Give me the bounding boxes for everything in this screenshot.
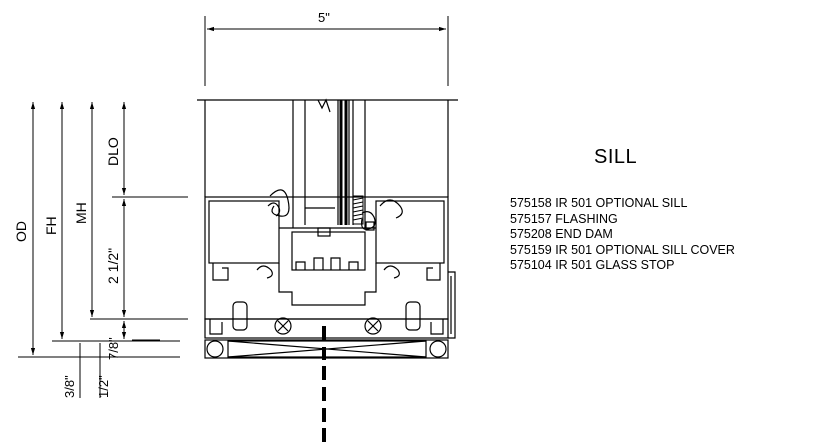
part-number: 575159: [510, 242, 552, 257]
part-description: END DAM: [555, 227, 613, 242]
vertical-dimensions: [18, 102, 188, 398]
dlo-label: DLO: [105, 137, 121, 166]
part-row: 575158 IR 501 OPTIONAL SILL: [510, 196, 735, 212]
frame-outline: [197, 98, 458, 228]
part-description: IR 501 OPTIONAL SILL COVER: [555, 242, 735, 257]
part-description: IR 501 OPTIONAL SILL: [555, 196, 688, 210]
sill-cover: [204, 271, 456, 339]
two-half-label: 2 1/2": [105, 248, 121, 284]
part-row: 575159 IR 501 OPTIONAL SILL COVER: [510, 243, 735, 259]
part-row: 575104 IR 501 GLASS STOP: [510, 258, 735, 274]
sill-extrusion: [204, 189, 449, 320]
mh-label: MH: [73, 202, 89, 224]
part-description: FLASHING: [555, 211, 618, 226]
glazing-block: [352, 195, 364, 225]
one-half-label: 1/2": [96, 375, 111, 398]
shim-block: [204, 339, 449, 359]
drawing-title: SILL: [594, 146, 638, 168]
seven-eighth-label: 7/8": [106, 337, 121, 360]
part-description: IR 501 GLASS STOP: [555, 258, 675, 273]
part-row: 575208 END DAM: [510, 227, 735, 243]
part-row: 575157 FLASHING: [510, 212, 735, 228]
part-number: 575208: [510, 227, 552, 242]
width-dimension-label: 5": [318, 10, 330, 25]
part-number: 575158: [510, 196, 552, 210]
part-number: 575104: [510, 258, 552, 273]
od-label: OD: [13, 221, 29, 242]
width-dimension: [204, 16, 449, 86]
part-number: 575157: [510, 211, 552, 226]
fh-label: FH: [43, 216, 59, 235]
three-eighth-label: 3/8": [62, 375, 77, 398]
